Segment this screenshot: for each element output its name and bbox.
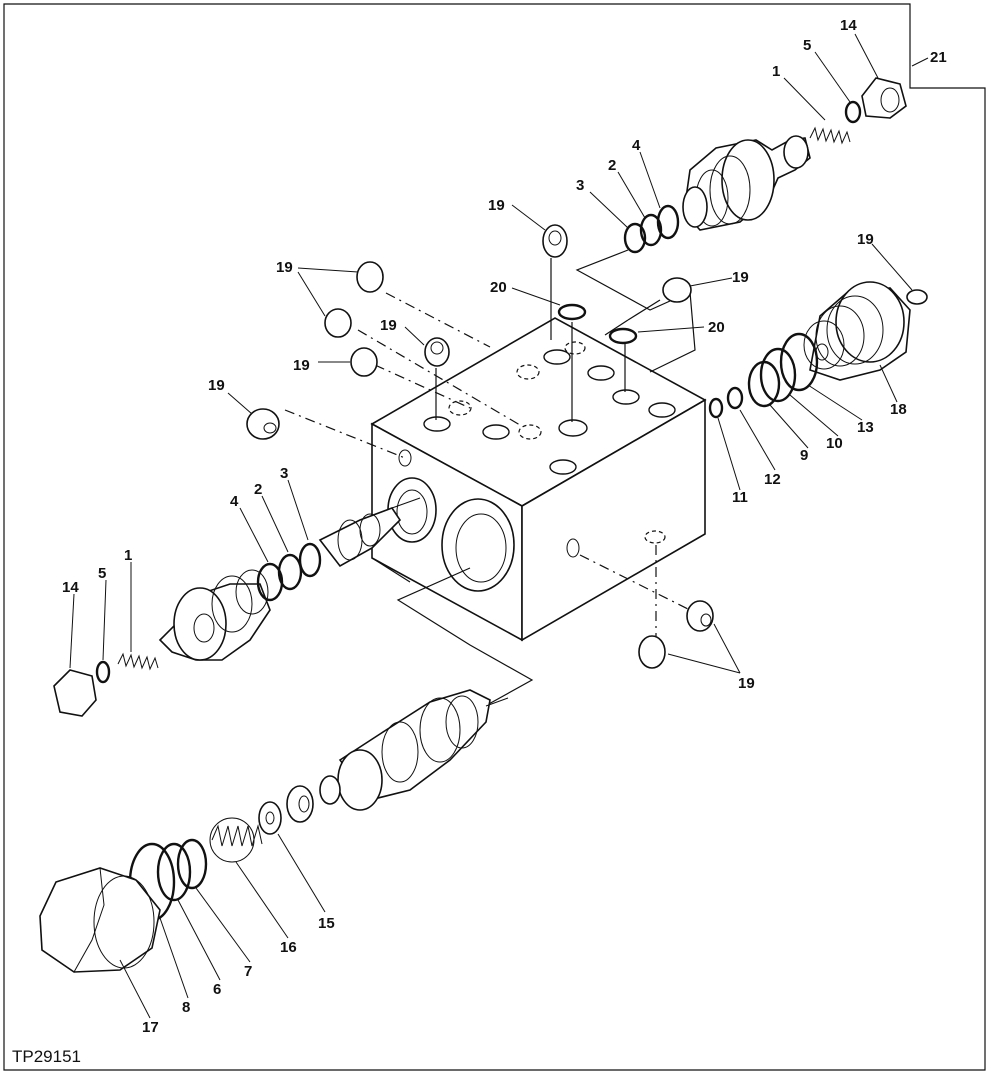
callout-17: 17 [142, 1019, 159, 1036]
callout-12: 12 [764, 471, 781, 488]
callout-19: 19 [738, 675, 755, 692]
callout-19: 19 [380, 317, 397, 334]
callout-5: 5 [803, 37, 811, 54]
callout-19: 19 [276, 259, 293, 276]
callout-10: 10 [826, 435, 843, 452]
callout-7: 7 [244, 963, 252, 980]
callout-19: 19 [488, 197, 505, 214]
callout-15: 15 [318, 915, 335, 932]
leader-lines [69, 33, 929, 1019]
o-rings-20 [557, 303, 638, 345]
callout-14: 14 [62, 579, 79, 596]
callout-3: 3 [280, 465, 288, 482]
callout-4: 4 [632, 137, 641, 154]
callout-1: 1 [124, 547, 132, 564]
callout-19: 19 [732, 269, 749, 286]
callout-20: 20 [490, 279, 507, 296]
callout-11: 11 [732, 489, 748, 506]
callout-19: 19 [857, 231, 874, 248]
valve-body-block [370, 317, 707, 642]
callout-2: 2 [254, 481, 262, 498]
callout-2: 2 [608, 157, 616, 174]
callout-5: 5 [98, 565, 106, 582]
callout-4: 4 [230, 493, 239, 510]
lower-spool-assembly [39, 689, 509, 973]
upper-relief-valve-assembly [623, 77, 907, 254]
callout-3: 3 [576, 177, 584, 194]
left-relief-valve-assembly [53, 497, 421, 717]
plugs-19 [246, 224, 928, 669]
callout-16: 16 [280, 939, 297, 956]
callout-20: 20 [708, 319, 725, 336]
callout-8: 8 [182, 999, 190, 1016]
callout-18: 18 [890, 401, 907, 418]
frame-border [3, 3, 986, 1071]
callout-1: 1 [772, 63, 780, 80]
callout-9: 9 [800, 447, 808, 464]
right-relief-valve-assembly [708, 281, 911, 419]
callout-6: 6 [213, 981, 221, 998]
callout-14: 14 [840, 17, 857, 34]
callout-19: 19 [293, 357, 310, 374]
figure-id: TP29151 [12, 1047, 81, 1066]
callout-13: 13 [857, 419, 874, 436]
callout-labels: 21 14 5 1 4 2 3 19 19 19 19 19 19 19 19 … [62, 17, 947, 1036]
callout-19: 19 [208, 377, 225, 394]
callout-21: 21 [930, 49, 947, 66]
